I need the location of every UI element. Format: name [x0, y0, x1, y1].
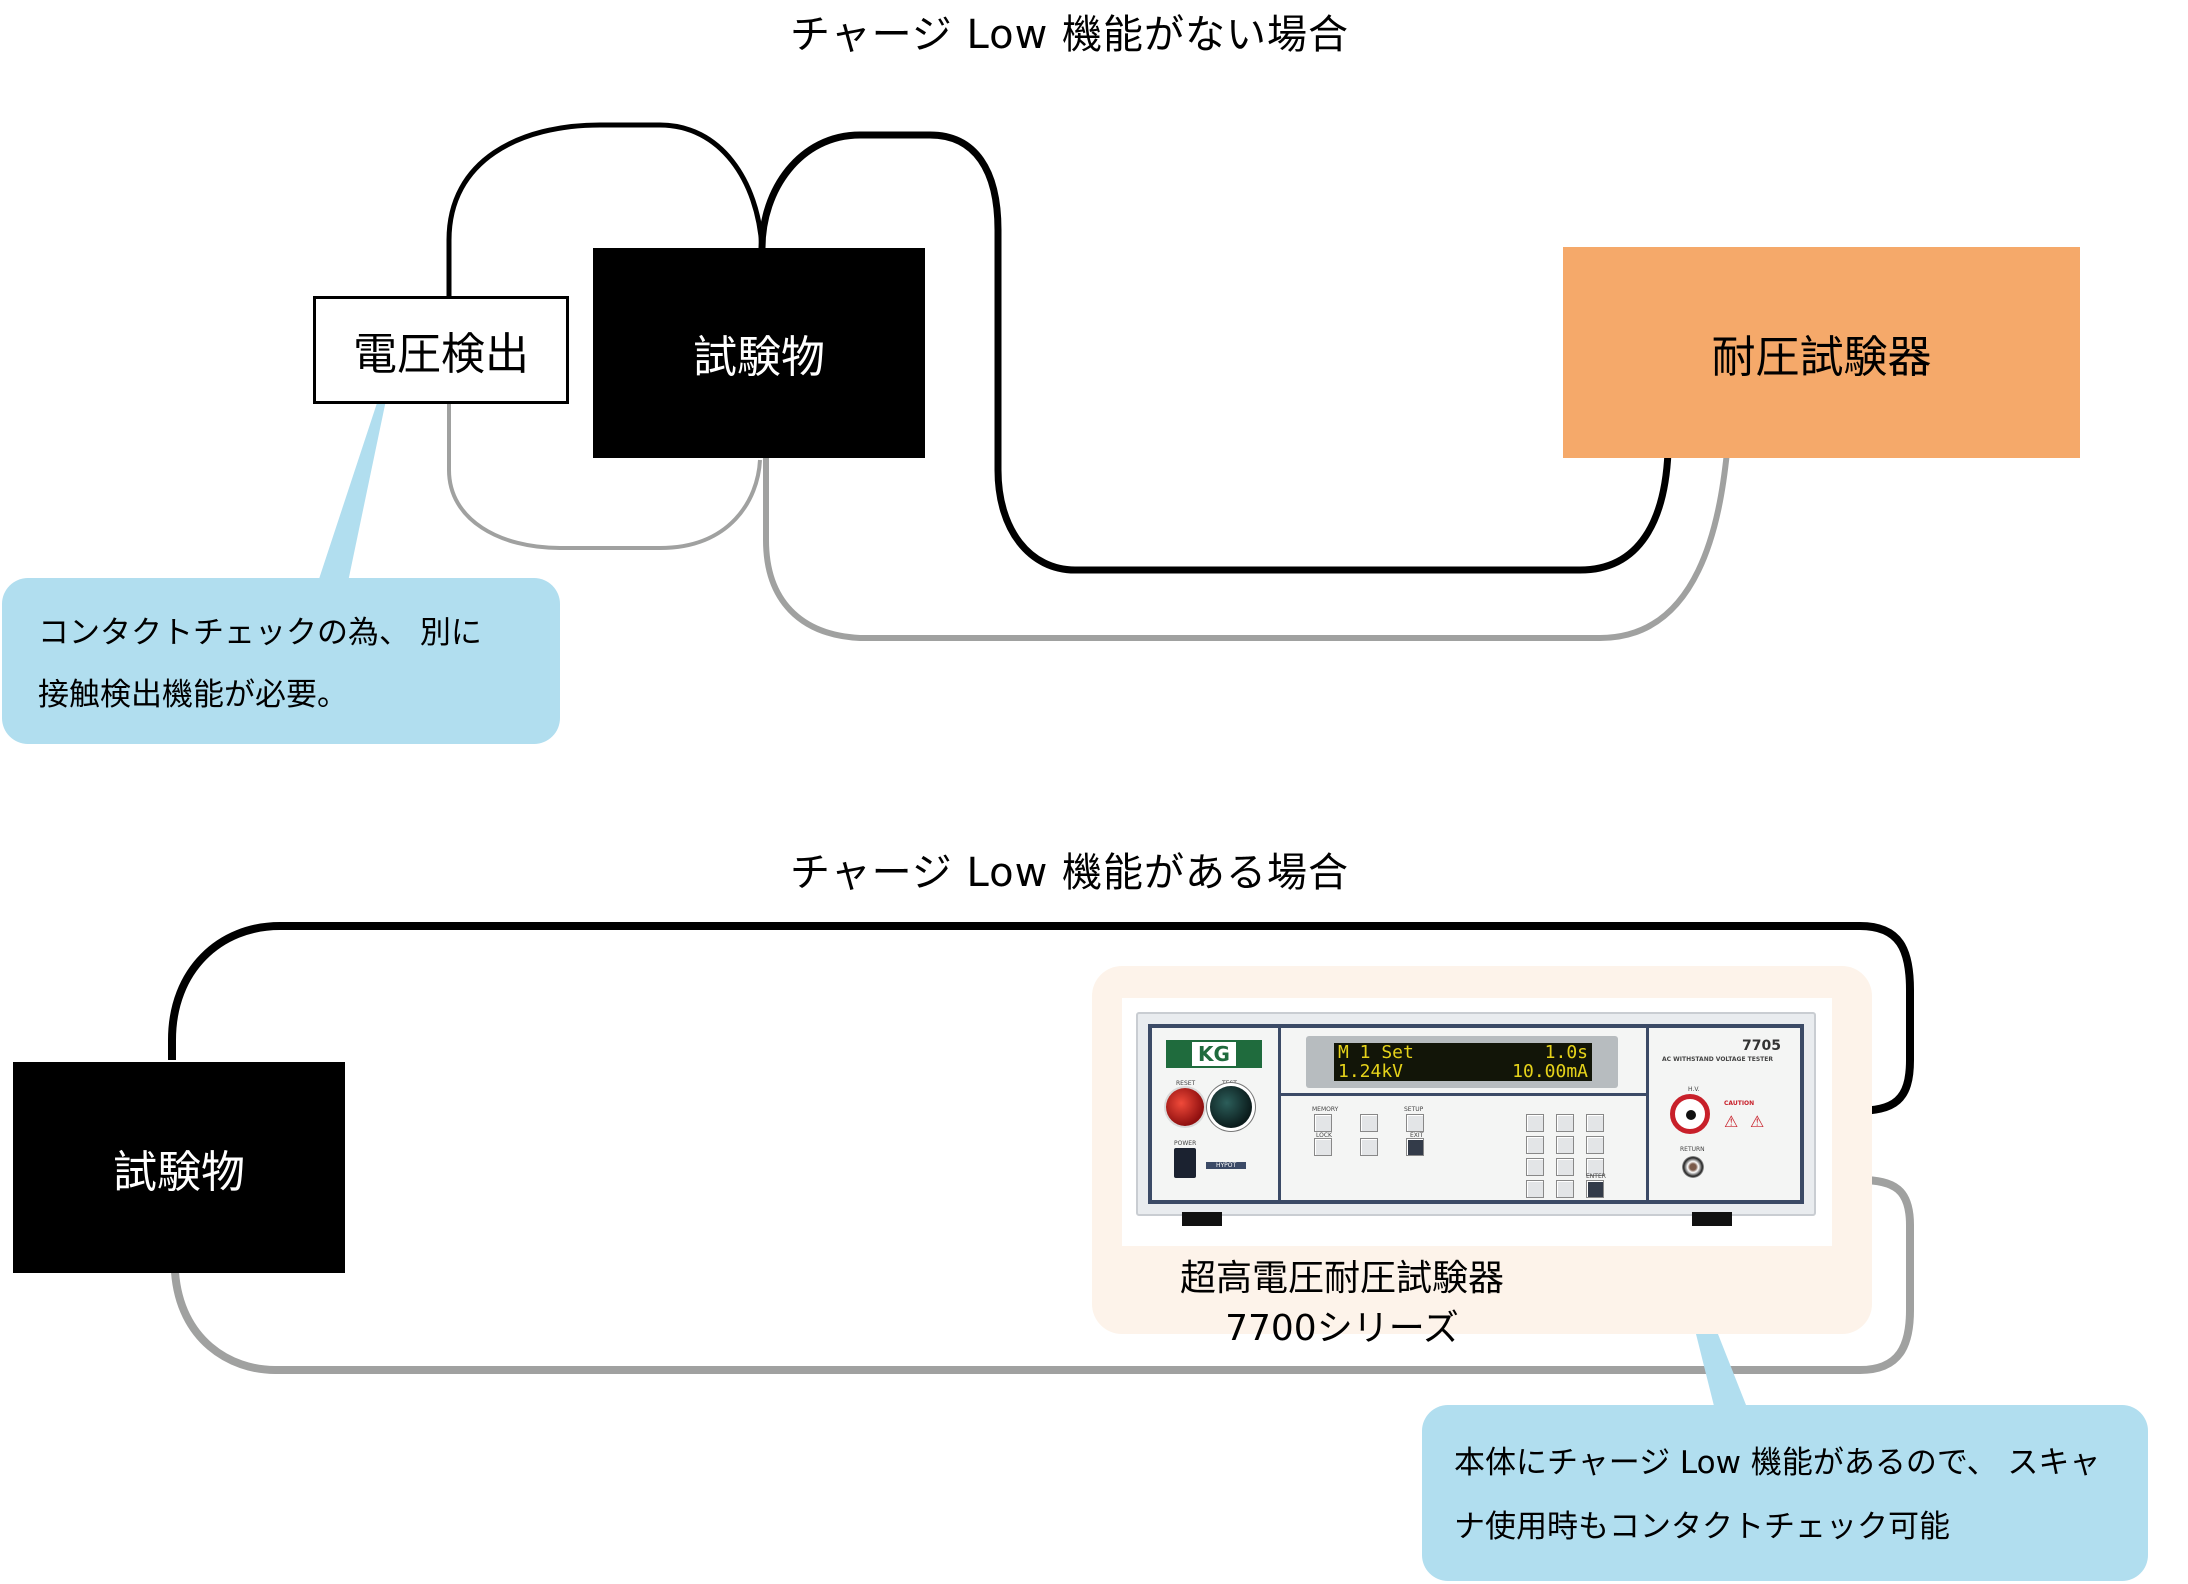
kg-logo-text: KG	[1192, 1042, 1236, 1066]
display-mode: M 1 Set	[1338, 1042, 1414, 1063]
return-wire-dut-to-device	[171, 1176, 1914, 1374]
enter-key[interactable]	[1586, 1180, 1604, 1198]
dut-label-top: 試験物	[693, 332, 825, 383]
callout-bottom-line-1: 本体にチャージ Low 機能があるので、 スキャ	[1454, 1445, 2101, 1481]
callout-top-line-1: コンタクトチェックの為、 別に	[38, 615, 482, 651]
hv-wire-dut-to-tester	[758, 131, 1672, 574]
reset-button[interactable]	[1166, 1088, 1204, 1126]
return-terminal[interactable]	[1682, 1156, 1704, 1178]
up-key[interactable]	[1360, 1114, 1378, 1132]
dut-box-top: 試験物	[593, 248, 925, 458]
device-foot-left	[1182, 1212, 1222, 1226]
device-chassis: KG RESET TEST POWER HYPOT M 1 Set 1.0s 1.…	[1136, 1012, 1816, 1216]
return-label: RETURN	[1680, 1146, 1705, 1153]
panel-divider-horizontal	[1278, 1093, 1649, 1096]
hv-terminal-socket	[1686, 1110, 1696, 1120]
hv-wire-dut-to-device	[168, 922, 1914, 1115]
dut-box-bottom: 試験物	[13, 1062, 345, 1273]
power-switch[interactable]	[1174, 1148, 1196, 1178]
high-voltage-warning-icon: ⚠	[1750, 1112, 1765, 1131]
voltage-detector-box: 電圧検出	[313, 296, 569, 404]
setup-label: SETUP	[1404, 1106, 1424, 1113]
product-caption: 超高電圧耐圧試験器 7700シリーズ	[1092, 1254, 1592, 1354]
return-wire-detector-to-dut	[447, 402, 762, 550]
keypad-key[interactable]	[1526, 1158, 1544, 1176]
lock-key[interactable]	[1314, 1138, 1332, 1156]
keypad-key[interactable]	[1526, 1180, 1544, 1198]
keypad-key[interactable]	[1526, 1114, 1544, 1132]
callout-pointer-top	[318, 400, 386, 582]
product-caption-line-1: 超高電圧耐圧試験器	[1179, 1258, 1504, 1299]
model-number: 7705	[1742, 1038, 1781, 1054]
power-label: POWER	[1174, 1140, 1197, 1147]
display-time: 1.0s	[1544, 1042, 1588, 1063]
kg-logo: KG	[1166, 1040, 1262, 1068]
exit-label: EXIT	[1410, 1132, 1424, 1139]
down-key[interactable]	[1360, 1138, 1378, 1156]
exit-key[interactable]	[1406, 1138, 1424, 1156]
voltage-detector-label: 電圧検出	[353, 329, 529, 380]
hv-terminal[interactable]	[1670, 1094, 1710, 1134]
device-front-panel: KG RESET TEST POWER HYPOT M 1 Set 1.0s 1.…	[1148, 1024, 1804, 1204]
memory-key[interactable]	[1314, 1114, 1332, 1132]
keypad-key[interactable]	[1586, 1158, 1604, 1176]
hypot-badge: HYPOT	[1206, 1162, 1247, 1169]
warning-icon: ⚠	[1724, 1112, 1739, 1131]
reset-label: RESET	[1176, 1080, 1196, 1087]
setup-key[interactable]	[1406, 1114, 1424, 1132]
lock-label: LOCK	[1316, 1132, 1332, 1139]
keypad-key[interactable]	[1586, 1136, 1604, 1154]
caution-label: CAUTION	[1724, 1100, 1755, 1107]
keypad-key[interactable]	[1556, 1114, 1574, 1132]
section-title-without-charge-low: チャージ Low 機能がない場合	[790, 12, 1349, 58]
display-bezel: M 1 Set 1.0s 1.24kV 10.00mA	[1306, 1036, 1618, 1088]
test-button[interactable]	[1210, 1086, 1252, 1128]
keypad-key[interactable]	[1556, 1180, 1574, 1198]
section-title-with-charge-low: チャージ Low 機能がある場合	[790, 850, 1349, 896]
test-label: TEST	[1222, 1080, 1237, 1087]
callout-bottom: 本体にチャージ Low 機能があるので、 スキャ ナ使用時もコンタクトチェック可…	[1422, 1405, 2148, 1581]
device-foot-right	[1692, 1212, 1732, 1226]
lcd-display: M 1 Set 1.0s 1.24kV 10.00mA	[1334, 1043, 1592, 1081]
keypad-key[interactable]	[1526, 1136, 1544, 1154]
withstand-tester-label: 耐圧試験器	[1711, 331, 1932, 383]
dut-label-bottom: 試験物	[113, 1146, 245, 1198]
keypad-key[interactable]	[1586, 1114, 1604, 1132]
callout-top: コンタクトチェックの為、 別に 接触検出機能が必要。	[2, 578, 560, 744]
device-subtitle: AC WITHSTAND VOLTAGE TESTER	[1662, 1056, 1773, 1063]
memory-label: MEMORY	[1312, 1106, 1339, 1113]
panel-divider-left	[1278, 1028, 1281, 1200]
keypad-key[interactable]	[1556, 1158, 1574, 1176]
callout-bottom-line-2: ナ使用時もコンタクトチェック可能	[1454, 1509, 1950, 1545]
hv-wire-detector-to-dut	[446, 122, 765, 300]
callout-top-line-2: 接触検出機能が必要。	[38, 677, 348, 713]
panel-divider-right	[1646, 1028, 1649, 1200]
display-voltage: 1.24kV	[1338, 1061, 1404, 1082]
display-current: 10.00mA	[1512, 1061, 1588, 1082]
return-wire-dut-to-tester	[763, 451, 1730, 641]
device-image: KG RESET TEST POWER HYPOT M 1 Set 1.0s 1.…	[1122, 998, 1832, 1246]
enter-label: ENTER	[1586, 1173, 1606, 1180]
product-caption-line-2: 7700シリーズ	[1225, 1308, 1459, 1349]
keypad-key[interactable]	[1556, 1136, 1574, 1154]
withstand-tester-box: 耐圧試験器	[1563, 247, 2080, 458]
hv-label: H.V.	[1688, 1086, 1700, 1093]
